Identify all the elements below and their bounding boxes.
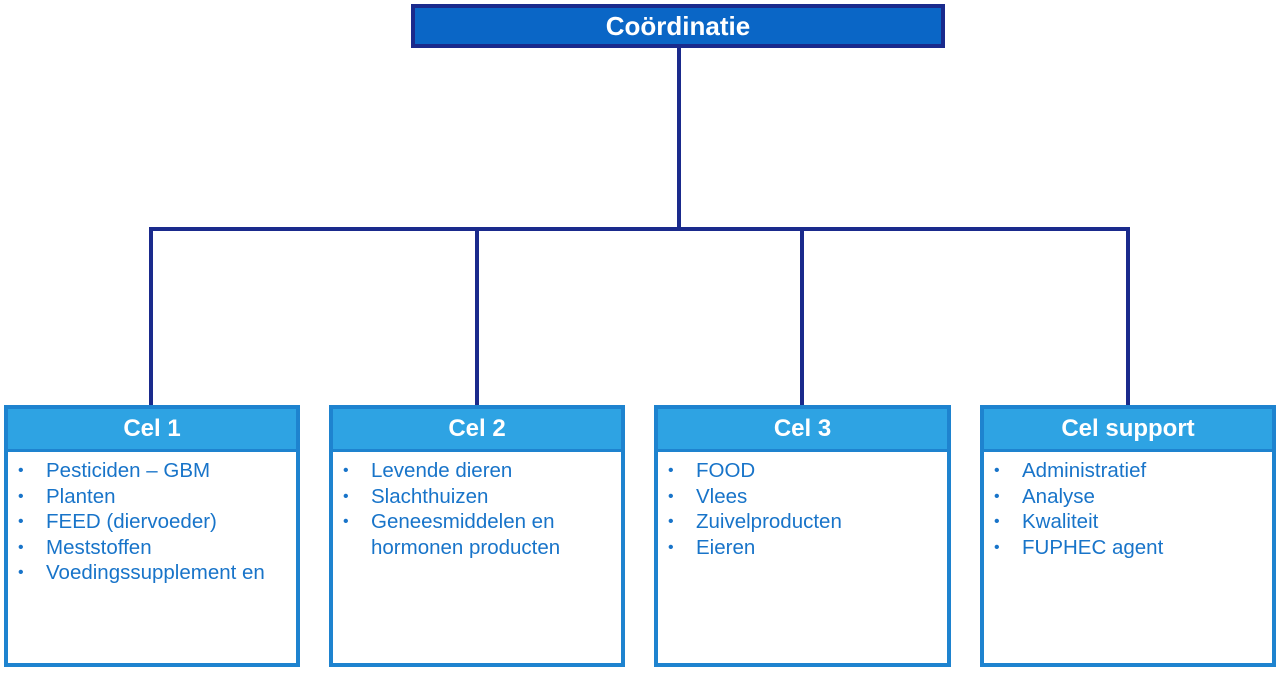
cel-3-list: •FOOD •Vlees •Zuivelproducten •Eieren	[658, 452, 947, 560]
coordinatie-node: Coördinatie	[411, 4, 945, 48]
list-item: •FOOD	[668, 459, 756, 482]
cel-3-header: Cel 3	[658, 409, 947, 452]
list-item: •Kwaliteit	[994, 510, 1099, 533]
cel-2-list: •Levende dieren •Slachthuizen •Geneesmid…	[333, 452, 621, 560]
cel-support-header: Cel support	[984, 409, 1272, 452]
cel-1-list: •Pesticiden – GBM •Planten •FEED (diervo…	[8, 452, 296, 586]
list-item: •FEED (diervoeder)	[18, 510, 217, 533]
coordinatie-title: Coördinatie	[605, 10, 751, 41]
list-item: •Voedingssupplement en	[18, 561, 265, 584]
list-item: •Analyse	[994, 484, 1095, 508]
list-item: •Slachthuizen	[343, 484, 489, 508]
cel-2-header: Cel 2	[333, 409, 621, 452]
cel-3-node: Cel 3 •FOOD •Vlees •Zuivelproducten •Eie…	[654, 405, 951, 667]
list-item: •Planten	[18, 484, 116, 508]
list-item: •Pesticiden – GBM	[18, 459, 211, 482]
cel-support-list: •Administratief •Analyse •Kwaliteit •FUP…	[984, 452, 1272, 560]
cel-1-node: Cel 1 •Pesticiden – GBM •Planten •FEED (…	[4, 405, 300, 667]
list-item: •Zuivelproducten	[668, 510, 842, 533]
cel-support-node: Cel support •Administratief •Analyse •Kw…	[980, 405, 1276, 667]
cel-1-header: Cel 1	[8, 409, 296, 452]
list-item: •Administratief	[994, 459, 1147, 482]
list-item: •Eieren	[668, 535, 756, 559]
list-item: •FUPHEC agent	[994, 535, 1164, 559]
list-item: •Geneesmiddelen en hormonen producten	[343, 510, 561, 559]
cel-2-node: Cel 2 •Levende dieren •Slachthuizen •Gen…	[329, 405, 625, 667]
list-item: •Levende dieren	[343, 459, 513, 482]
list-item: •Meststoffen	[18, 535, 152, 559]
list-item: •Vlees	[668, 484, 748, 508]
